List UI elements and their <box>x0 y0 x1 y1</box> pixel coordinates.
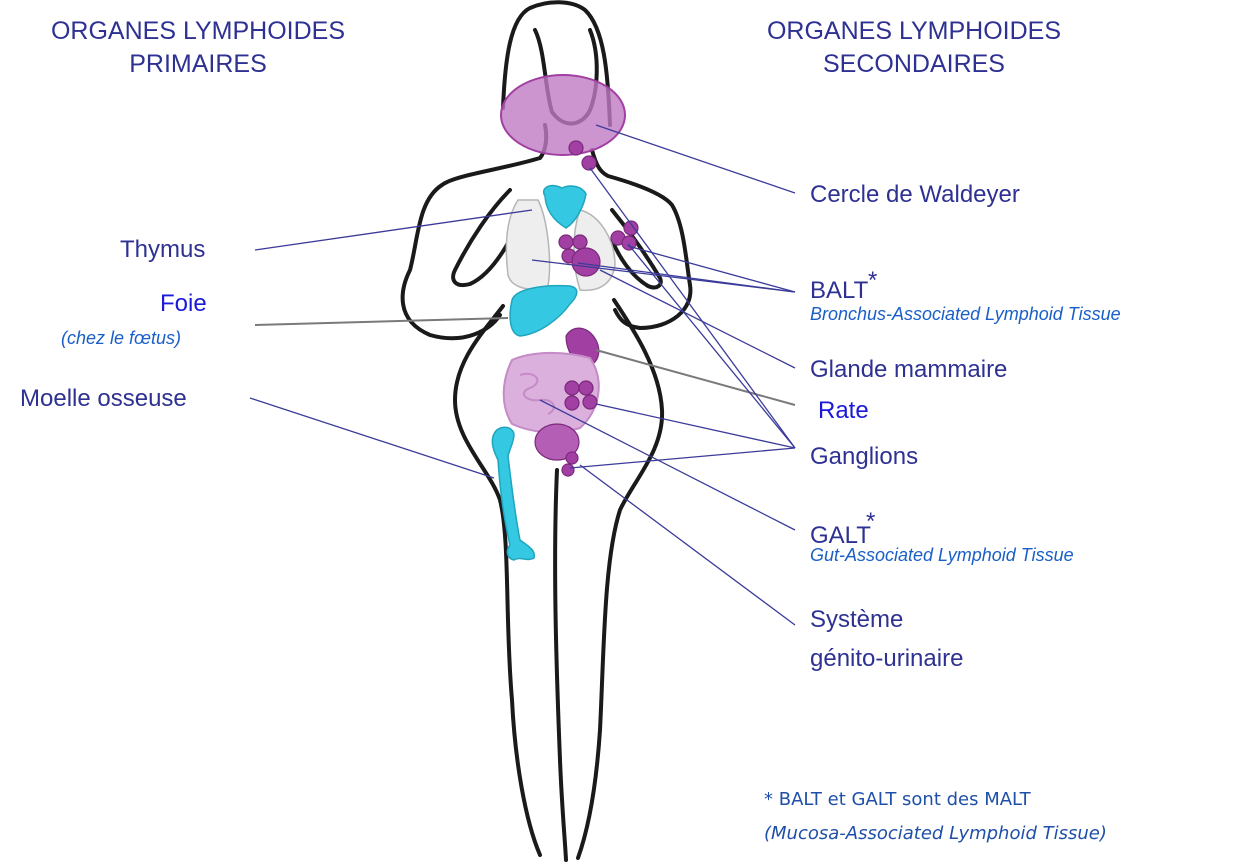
waldeyer-ring <box>501 75 625 155</box>
label-systeme: Système <box>810 606 903 633</box>
liver-organ <box>510 286 577 336</box>
label-balt: BALT <box>810 277 869 304</box>
label-moelle-osseuse: Moelle osseuse <box>20 385 187 412</box>
label-ganglions: Ganglions <box>810 443 918 470</box>
secondary-heading: ORGANES LYMPHOIDES SECONDAIRES <box>767 17 1061 78</box>
secondary-heading-line1: ORGANES LYMPHOIDES <box>767 17 1061 45</box>
primary-heading: ORGANES LYMPHOIDES PRIMAIRES <box>51 17 345 78</box>
label-cercle-de-waldeyer: Cercle de Waldeyer <box>810 181 1020 208</box>
label-galt-full: Gut-Associated Lymphoid Tissue <box>810 545 1074 565</box>
label-balt-full: Bronchus-Associated Lymphoid Tissue <box>810 304 1121 324</box>
balt-asterisk: * <box>868 267 877 294</box>
galt-asterisk: * <box>866 508 875 535</box>
secondary-heading-line2: SECONDAIRES <box>823 50 1005 78</box>
label-glande-mammaire: Glande mammaire <box>810 356 1007 383</box>
primary-heading-line2: PRIMAIRES <box>129 50 267 78</box>
footnote-line1: * BALT et GALT sont des MALT <box>764 789 1032 810</box>
primary-heading-line1: ORGANES LYMPHOIDES <box>51 17 345 45</box>
label-rate: Rate <box>818 397 869 424</box>
label-foie: Foie <box>160 290 207 317</box>
label-genito-urinaire: génito-urinaire <box>810 645 963 672</box>
footnote-line2: (Mucosa-Associated Lymphoid Tissue) <box>764 823 1107 844</box>
label-foie-note: (chez le fœtus) <box>61 328 181 348</box>
label-thymus: Thymus <box>120 236 205 263</box>
